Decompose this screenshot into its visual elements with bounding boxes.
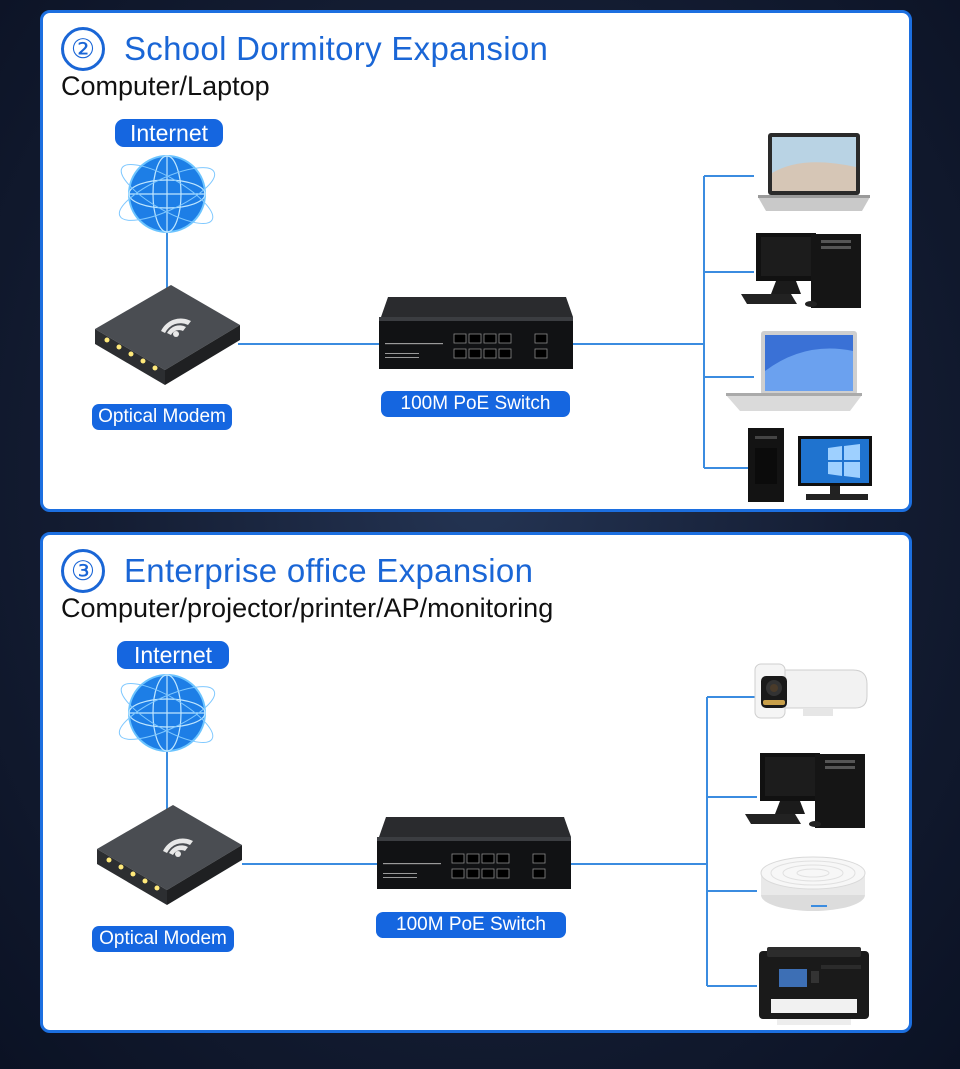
step-number-badge: ② <box>61 27 105 71</box>
globe-icon <box>118 155 216 233</box>
printer-icon <box>759 947 869 1025</box>
section-subtitle: Computer/projector/printer/AP/monitoring <box>61 593 554 623</box>
optical-modem-label: Optical Modem <box>92 926 234 952</box>
desktop-computer-icon <box>745 753 865 828</box>
poe-switch-label: 100M PoE Switch <box>376 912 566 938</box>
internet-label: Internet <box>117 641 229 669</box>
network-diagram <box>43 13 909 509</box>
section-header: ③ Enterprise office Expansion <box>61 549 533 593</box>
poe-switch-label: 100M PoE Switch <box>381 391 570 417</box>
optical-modem-icon <box>97 805 242 905</box>
step-number-badge: ③ <box>61 549 105 593</box>
section-header: ② School Dormitory Expansion <box>61 27 548 71</box>
wireless-access-point-icon <box>760 856 866 911</box>
internet-label: Internet <box>115 119 223 147</box>
section-title: School Dormitory Expansion <box>124 30 549 67</box>
desktop-computer-icon <box>741 233 861 308</box>
section-subtitle: Computer/Laptop <box>61 71 270 101</box>
panel-enterprise-office: ③ Enterprise office Expansion Computer/p… <box>40 532 912 1033</box>
laptop-icon <box>726 331 862 411</box>
section-title: Enterprise office Expansion <box>124 552 534 589</box>
poe-switch-icon <box>377 817 571 889</box>
desktop-computer-icon <box>748 428 872 502</box>
network-diagram <box>43 535 909 1030</box>
optical-modem-label: Optical Modem <box>92 404 232 430</box>
panel-school-dormitory: ② School Dormitory Expansion Computer/La… <box>40 10 912 512</box>
optical-modem-icon <box>95 285 240 385</box>
laptop-icon <box>758 133 870 211</box>
globe-icon <box>118 674 216 752</box>
security-camera-icon <box>754 663 868 719</box>
poe-switch-icon <box>379 297 573 369</box>
